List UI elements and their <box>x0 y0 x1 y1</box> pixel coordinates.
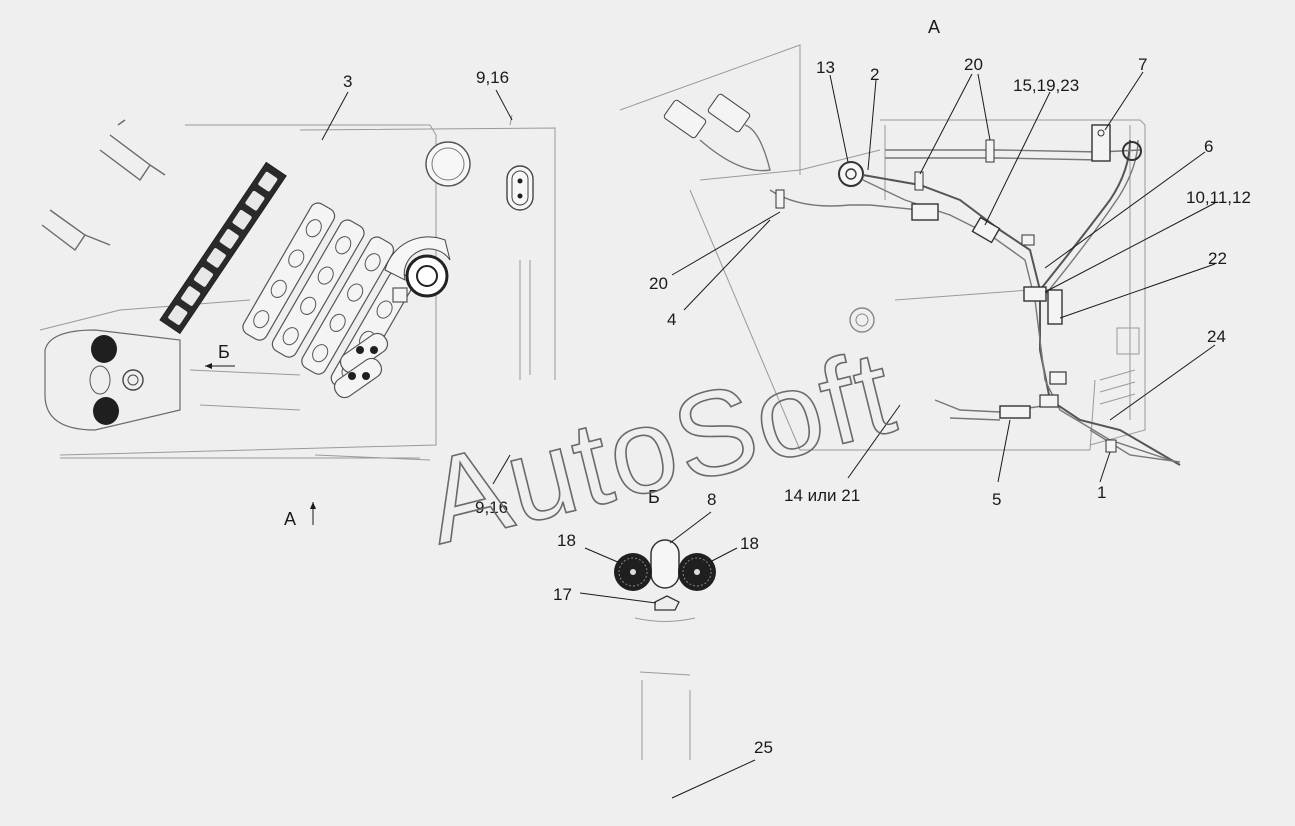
watermark-text: AutoSoft <box>413 324 908 569</box>
callout-8: 8 <box>707 490 716 509</box>
callout-22: 22 <box>1208 249 1227 268</box>
callout-6: 6 <box>1204 137 1213 156</box>
switch-strip <box>159 161 287 335</box>
part-25 <box>639 671 756 799</box>
lamp-cluster <box>44 329 181 431</box>
callout-18-right: 18 <box>740 534 759 553</box>
rotary-knob <box>384 236 451 303</box>
harness-parts <box>775 124 1142 453</box>
callout-2: 2 <box>870 65 879 84</box>
view-label-b-arrow: Б <box>218 342 230 362</box>
round-indicator <box>425 141 471 187</box>
callout-17: 17 <box>553 585 572 604</box>
callout-10-11-12: 10,11,12 <box>1186 188 1251 207</box>
cable-connector-lower <box>41 209 111 252</box>
view-b-detail <box>579 511 738 622</box>
adjust-buttons <box>333 332 389 399</box>
callout-25: 25 <box>754 738 773 757</box>
control-panel <box>39 89 556 525</box>
callout-15-19-23: 15,19,23 <box>1013 76 1079 95</box>
cable-connector-upper <box>99 119 166 182</box>
callout-1: 1 <box>1097 483 1106 502</box>
round-connector <box>838 161 864 187</box>
callout-9-16-top: 9,16 <box>476 68 509 87</box>
callout-13: 13 <box>816 58 835 77</box>
callout-18-left: 18 <box>557 531 576 550</box>
toggle-switch <box>506 165 534 211</box>
callout-20-left: 20 <box>649 274 668 293</box>
view-arrow-b <box>205 363 235 369</box>
view-label-b-title: Б <box>648 487 660 507</box>
callout-9-16-bottom: 9,16 <box>475 498 508 517</box>
callout-labels: А А Б Б 3 9,16 9,16 13 2 20 15,19,23 7 6… <box>218 17 1251 757</box>
callout-4: 4 <box>667 310 676 329</box>
callout-3: 3 <box>343 72 352 91</box>
view-arrow-a <box>310 502 316 525</box>
callout-20-top: 20 <box>964 55 983 74</box>
callout-14-21: 14 или 21 <box>784 486 860 505</box>
harness-view <box>619 44 1216 483</box>
callout-24: 24 <box>1207 327 1226 346</box>
view-label-a-bottom: А <box>284 509 296 529</box>
callout-7: 7 <box>1138 55 1147 74</box>
view-label-a-top: А <box>928 17 940 37</box>
callout-5: 5 <box>992 490 1001 509</box>
plug-connectors <box>663 93 771 172</box>
